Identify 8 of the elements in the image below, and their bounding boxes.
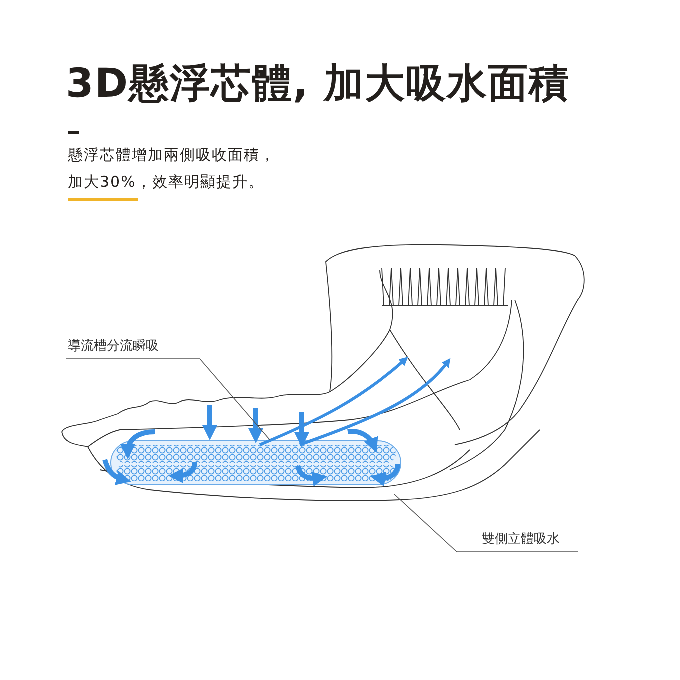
description-text: 懸浮芯體增加兩側吸收面積， bbox=[68, 146, 276, 165]
absorbent-core-drawing bbox=[110, 440, 402, 486]
title: 3D懸浮芯體, 加大吸水面積 bbox=[66, 60, 570, 109]
description-text: 加大30%，效率明顯提升。 bbox=[68, 173, 264, 192]
callout-label: 雙側立體吸水 bbox=[482, 530, 560, 548]
leader-line bbox=[394, 494, 578, 552]
leader-line bbox=[66, 358, 270, 440]
callout-label: 導流槽分流瞬吸 bbox=[68, 337, 159, 355]
